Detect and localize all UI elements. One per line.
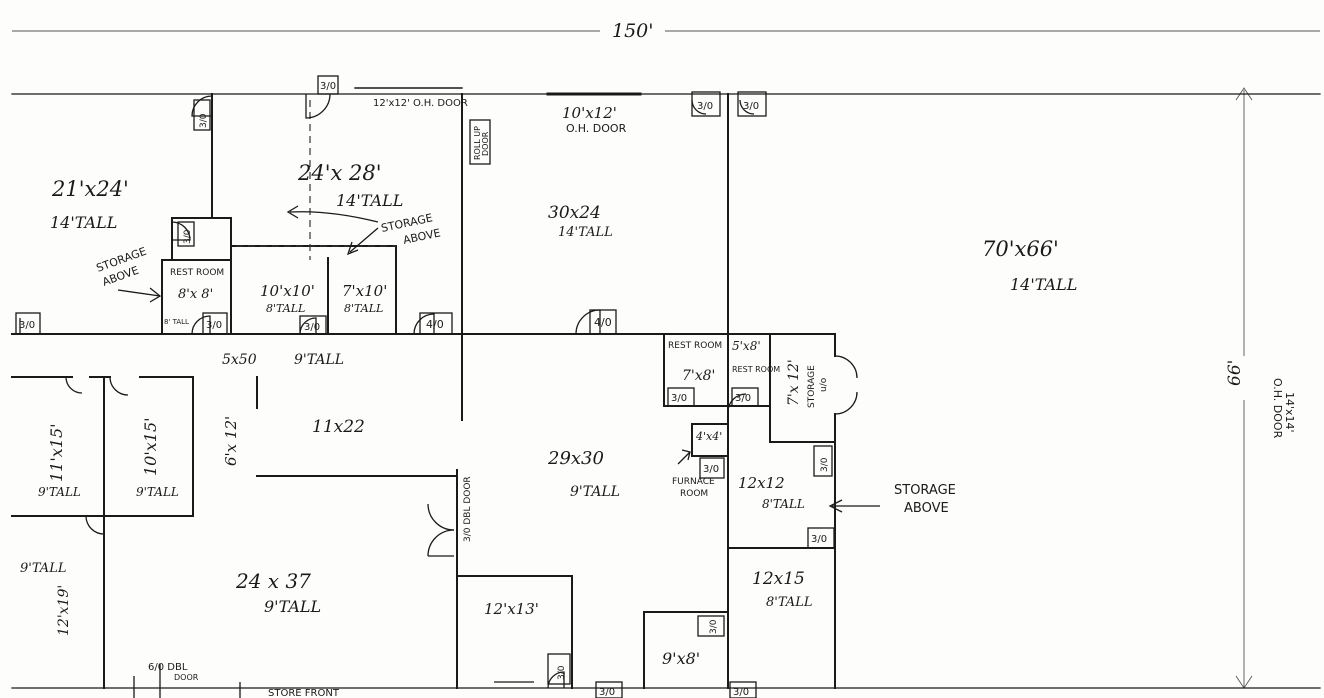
door-tag: 3/0 xyxy=(709,619,719,634)
door-tag: 3/0 xyxy=(671,393,687,404)
overall-width-label: 150' xyxy=(612,20,654,42)
room-size: 5'x8' xyxy=(732,339,761,353)
door-tag: 3/0 xyxy=(199,113,209,128)
room-size: 12x12 xyxy=(738,474,785,492)
overhead-door-label: O.H. DOOR xyxy=(1271,378,1284,439)
door-tag: 3/0 xyxy=(599,687,615,698)
room-size: 29x30 xyxy=(547,448,604,469)
room-size: 24 x 37 xyxy=(235,569,311,593)
room-height: 14'TALL xyxy=(336,191,403,210)
room-size: 8'x 8' xyxy=(178,287,213,302)
overhead-door-label: 12'x12' O.H. DOOR xyxy=(373,98,468,109)
storage-above-note: ABOVE xyxy=(904,501,949,516)
room-size: 10'x15' xyxy=(141,417,160,476)
room-height: 8' TALL xyxy=(164,318,189,326)
room-name: REST ROOM xyxy=(170,268,224,278)
room-name: REST ROOM xyxy=(732,365,780,374)
room-name: STORAGE xyxy=(807,365,817,408)
room-height: 8'TALL xyxy=(344,302,383,315)
room-size: 30x24 xyxy=(548,203,601,223)
door-tag: 3/0 xyxy=(304,322,320,333)
door-tag: 3/0 xyxy=(183,229,193,244)
door-tag: 3/0 xyxy=(743,101,759,112)
door-swings xyxy=(19,93,858,698)
overall-width-dimension: 150' xyxy=(12,20,1320,42)
room-size: 11'x15' xyxy=(47,423,66,482)
room-size: 21'x24' xyxy=(51,177,129,201)
roll-up-door-label: ROLL UP xyxy=(473,126,482,160)
door-tag: 3/0 xyxy=(320,81,336,92)
door-tag: 3/0 xyxy=(697,101,713,112)
room-size: 12'x19' xyxy=(56,585,72,636)
double-door-label: 6/0 DBL xyxy=(148,662,188,673)
room-size: 7'x 12' xyxy=(786,359,802,406)
room-height: 9'TALL xyxy=(136,485,179,499)
overall-depth-label: 66' xyxy=(1225,360,1245,386)
furnace-room-label: FURNACE xyxy=(672,477,715,487)
room-height: 14'TALL xyxy=(558,225,613,240)
double-door-label: DOOR xyxy=(174,673,199,682)
room-size: 9'x8' xyxy=(662,649,700,668)
furnace-room-label: ROOM xyxy=(680,489,708,499)
door-tag: 3/0 xyxy=(557,665,567,680)
room-size: 4'x4' xyxy=(695,430,722,443)
door-tag: 3/0 xyxy=(19,320,35,331)
room-height: 8'TALL xyxy=(766,595,812,610)
room-size: 70'x66' xyxy=(982,237,1059,261)
door-tag: 3/0 xyxy=(703,464,719,475)
door-tag: 4/0 xyxy=(594,316,612,329)
room-labels: 21'x24' 14'TALL 24'x 28' 14'TALL 30x24 1… xyxy=(20,161,1077,668)
overhead-door-label: 14'x14' xyxy=(1283,392,1296,433)
room-size: 12'x13' xyxy=(484,600,539,618)
room-size: 7'x10' xyxy=(342,282,387,300)
annotation-arrows xyxy=(117,205,880,513)
room-size: 6'x 12' xyxy=(222,416,240,466)
door-tag: 3/0 xyxy=(820,457,830,472)
storage-above-lines xyxy=(236,100,396,260)
room-height: 14'TALL xyxy=(1010,275,1077,294)
room-size: 11x22 xyxy=(312,417,365,437)
room-size: 24'x 28' xyxy=(297,161,382,185)
door-tag: 3/0 xyxy=(735,393,751,404)
door-tag-labels: 3/0 3/0 3/0 3/0 3/0 3/0 4/0 4/0 3/0 3/0 … xyxy=(19,81,1296,698)
double-door-label: 3/0 DBL DOOR xyxy=(463,476,473,542)
room-note: u/o xyxy=(819,377,829,392)
interior-walls xyxy=(11,87,836,689)
overall-depth-dimension: 66' xyxy=(1225,87,1253,689)
storage-above-note: STORAGE xyxy=(894,483,956,498)
overhead-door-label: 10'x12' xyxy=(562,104,617,122)
room-height: 9'TALL xyxy=(570,484,620,500)
room-height: 14'TALL xyxy=(50,213,117,232)
store-front-label: STORE FRONT xyxy=(268,688,340,698)
door-tag: 3/0 xyxy=(811,534,827,545)
room-name: REST ROOM xyxy=(668,341,722,351)
room-height: 9'TALL xyxy=(264,597,321,616)
door-tag: 3/0 xyxy=(206,320,222,331)
roll-up-door-label: DOOR xyxy=(481,131,490,156)
exterior-walls xyxy=(11,93,1321,689)
door-tag: 3/0 xyxy=(733,687,749,698)
room-size: 12x15 xyxy=(752,569,805,589)
room-size: 5x50 xyxy=(222,352,257,368)
door-tag: 4/0 xyxy=(426,318,444,331)
room-height: 9'TALL xyxy=(294,352,344,368)
room-height: 9'TALL xyxy=(38,485,81,499)
room-size: 10'x10' xyxy=(260,282,315,300)
room-height: 8'TALL xyxy=(762,497,805,511)
overhead-door-label: O.H. DOOR xyxy=(566,122,627,135)
room-size: 7'x8' xyxy=(682,368,715,384)
room-height: 9'TALL xyxy=(20,561,66,576)
door-tags xyxy=(15,75,835,698)
room-height: 8'TALL xyxy=(266,302,305,315)
